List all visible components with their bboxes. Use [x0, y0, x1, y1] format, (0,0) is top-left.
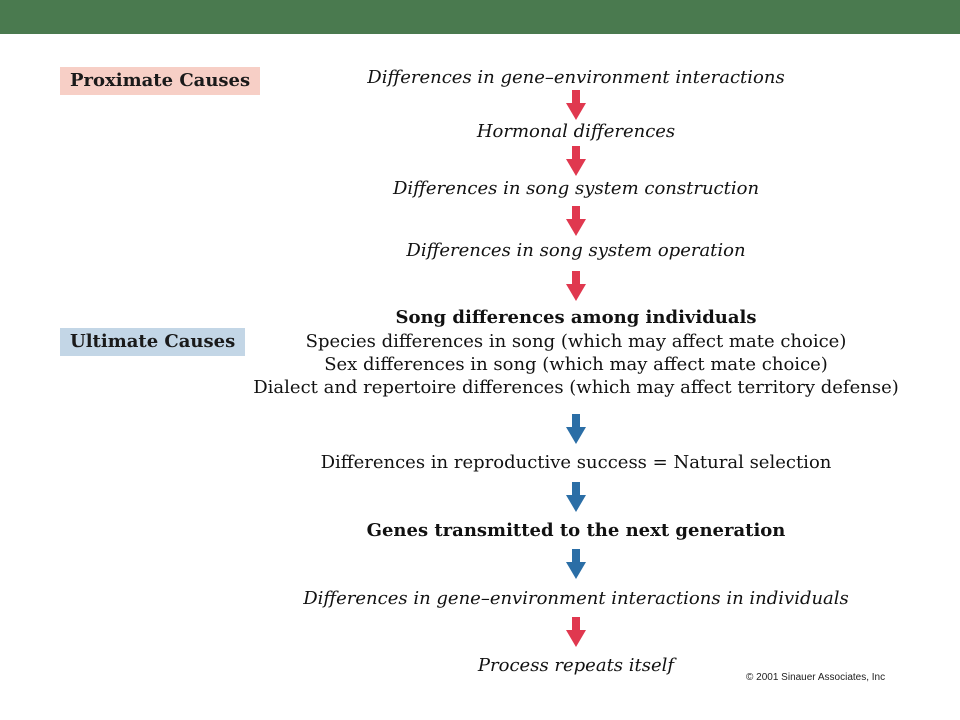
header-bar	[0, 0, 960, 34]
down-arrow-blue	[566, 414, 586, 444]
song-line-species: Species differences in song (which may a…	[305, 331, 847, 352]
step-genes-transmitted: Genes transmitted to the next generation	[366, 520, 786, 541]
down-arrow-blue	[566, 482, 586, 512]
step-gene-environment: Differences in gene–environment interact…	[367, 67, 785, 88]
song-differences-heading: Song differences among individuals	[395, 307, 757, 328]
step-gene-environment-individuals: Differences in gene–environment interact…	[303, 588, 849, 609]
copyright-notice: © 2001 Sinauer Associates, Inc	[746, 672, 886, 683]
step-song-construction: Differences in song system construction	[392, 178, 760, 199]
step-natural-selection: Differences in reproductive success = Na…	[320, 452, 832, 473]
down-arrow-red	[566, 271, 586, 301]
song-line-dialect: Dialect and repertoire differences (whic…	[253, 377, 899, 398]
down-arrow-red	[566, 146, 586, 176]
down-arrow-red	[566, 90, 586, 120]
proximate-causes-label: Proximate Causes	[60, 67, 261, 95]
down-arrow-blue	[566, 549, 586, 579]
step-song-operation: Differences in song system operation	[406, 240, 746, 261]
step-hormonal: Hormonal differences	[476, 121, 676, 142]
down-arrow-red	[566, 206, 586, 236]
ultimate-causes-label: Ultimate Causes	[60, 328, 246, 356]
step-process-repeats: Process repeats itself	[477, 655, 675, 676]
song-line-sex: Sex differences in song (which may affec…	[324, 354, 828, 375]
down-arrow-red	[566, 617, 586, 647]
